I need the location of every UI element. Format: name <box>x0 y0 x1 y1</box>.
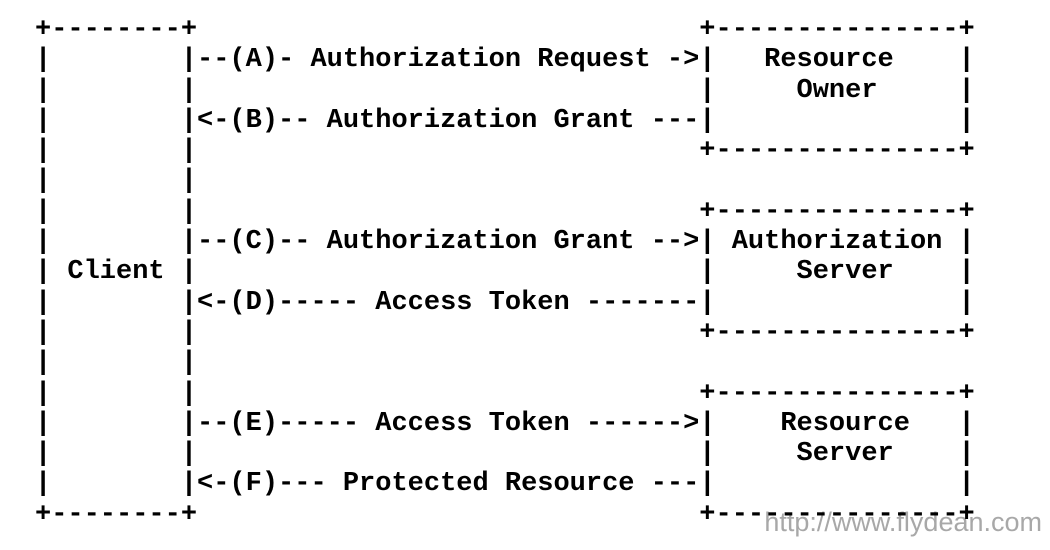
ascii-row-flow-b: | |<-(B)-- Authorization Grant ---| | <box>35 105 975 136</box>
ascii-row-client-label: | Client | | Server | <box>35 257 975 288</box>
ascii-row-auth-server-bottom: | | +---------------+ <box>35 317 975 348</box>
ascii-row-resource-server-top: | | +---------------+ <box>35 378 975 409</box>
ascii-row-client-gap-1: | | <box>35 166 198 197</box>
ascii-row-client-gap-2: | | <box>35 348 198 379</box>
ascii-row-resource-owner-label: | | | Owner | <box>35 75 975 106</box>
ascii-row-box-tops: +--------+ +---------------+ <box>35 15 975 45</box>
ascii-row-flow-d: | |<-(D)----- Access Token -------| | <box>35 287 975 318</box>
ascii-row-auth-server-top: | | +---------------+ <box>35 196 975 227</box>
ascii-row-flow-c: | |--(C)-- Authorization Grant -->| Auth… <box>35 227 975 258</box>
ascii-art: +--------+ +---------------+ | |--(A)- A… <box>35 15 975 530</box>
ascii-row-box-bottoms: +--------+ +---------------+ <box>35 499 975 530</box>
ascii-row-resource-server-label: | | | Server | <box>35 439 975 470</box>
ascii-row-flow-a: | |--(A)- Authorization Request ->| Reso… <box>35 45 975 76</box>
watermark-url: http://www.flydean.com <box>764 507 1042 537</box>
ascii-row-flow-e: | |--(E)----- Access Token ------>| Reso… <box>35 408 975 439</box>
ascii-row-flow-f: | |<-(F)--- Protected Resource ---| | <box>35 469 975 500</box>
ascii-row-resource-owner-bottom: | | +---------------+ <box>35 136 975 167</box>
